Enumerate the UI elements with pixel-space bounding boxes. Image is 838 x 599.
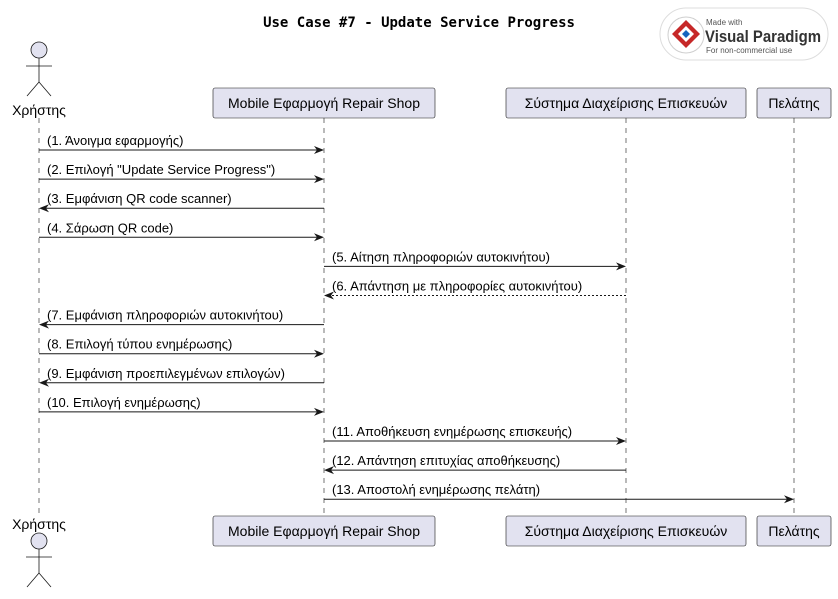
participant-box-frame [505, 87, 747, 119]
watermark-line3: For non-commercial use [706, 46, 793, 55]
participant-box-frame [756, 515, 832, 547]
message-label: (11. Αποθήκευση ενημέρωσης επισκευής) [332, 424, 572, 439]
participant-box-customer-bottom: Πελάτης [756, 515, 832, 547]
message-label: (1. Άνοιγμα εφαρμογής) [47, 133, 183, 148]
participant-label-bottom: Σύστημα Διαχείρισης Επισκευών [525, 523, 728, 539]
message-label: (4. Σάρωση QR code) [47, 220, 173, 235]
participant-label-bottom: Χρήστης [12, 516, 66, 532]
message-5: (5. Αίτηση πληροφοριών αυτοκινήτου) [324, 249, 626, 271]
actor-leg-left [26, 81, 40, 97]
arrowhead-icon [314, 175, 324, 184]
participant-box-app-top: Mobile Εφαρμογή Repair Shop [212, 87, 436, 119]
message-label: (12. Απάντηση επιτυχίας αποθήκευσης) [332, 453, 560, 468]
message-label: (7. Εμφάνιση πληροφοριών αυτοκινήτου) [47, 308, 283, 323]
message-label: (8. Επιλογή τύπου ενημέρωσης) [47, 337, 232, 352]
message-13: (13. Αποστολή ενημέρωσης πελάτη) [324, 482, 794, 504]
participant-box-app-bottom: Mobile Εφαρμογή Repair Shop [212, 515, 436, 547]
visual-paradigm-watermark: Made with Visual Paradigm For non-commer… [659, 7, 829, 61]
participant-box-frame [212, 87, 436, 119]
message-label: (6. Απάντηση με πληροφορίες αυτοκινήτου) [332, 279, 582, 294]
message-6: (6. Απάντηση με πληροφορίες αυτοκινήτου) [324, 279, 626, 300]
watermark-line1: Made with [706, 18, 742, 27]
message-label: (5. Αίτηση πληροφοριών αυτοκινήτου) [332, 249, 550, 264]
watermark-line2: Visual Paradigm [705, 27, 821, 46]
participant-label-bottom: Πελάτης [768, 523, 820, 539]
participant-box-system-top: Σύστημα Διαχείρισης Επισκευών [505, 87, 747, 119]
message-label: (2. Επιλογή "Update Service Progress") [47, 162, 275, 177]
participant-box-frame [505, 515, 747, 547]
arrowhead-icon [39, 320, 49, 329]
arrowhead-icon [324, 466, 334, 475]
watermark-badge [659, 7, 829, 61]
participant-box-frame [212, 515, 436, 547]
actor-head-icon [30, 41, 48, 59]
participant-box-frame [756, 87, 832, 119]
arrowhead-icon [314, 233, 324, 242]
message-4: (4. Σάρωση QR code) [39, 220, 324, 242]
actor-leg-right [38, 572, 52, 588]
arrowhead-icon [616, 437, 626, 445]
arrowhead-icon [39, 204, 49, 213]
actor-leg-left [26, 572, 40, 588]
message-2: (2. Επιλογή "Update Service Progress") [39, 162, 324, 184]
arrowhead-icon [314, 407, 324, 416]
message-10: (10. Επιλογή ενημέρωσης) [39, 395, 324, 416]
message-1: (1. Άνοιγμα εφαρμογής) [39, 133, 324, 154]
arrowhead-icon [314, 349, 324, 358]
message-8: (8. Επιλογή τύπου ενημέρωσης) [39, 337, 324, 358]
participant-box-system-bottom: Σύστημα Διαχείρισης Επισκευών [505, 515, 747, 547]
visual-paradigm-logo-icon [667, 16, 705, 54]
message-label: (13. Αποστολή ενημέρωσης πελάτη) [332, 482, 540, 497]
diagram-title: Use Case #7 - Update Service Progress [263, 15, 575, 31]
participant-label-top: Mobile Εφαρμογή Repair Shop [228, 95, 420, 111]
actor-figure-top [26, 41, 52, 97]
message-label: (3. Εμφάνιση QR code scanner) [47, 191, 232, 206]
message-label: (10. Επιλογή ενημέρωσης) [47, 395, 201, 410]
actor-figure-bottom [26, 532, 52, 588]
participant-label-top: Πελάτης [768, 95, 820, 111]
message-11: (11. Αποθήκευση ενημέρωσης επισκευής) [324, 424, 626, 445]
actor-leg-right [38, 81, 52, 97]
arrowhead-icon [314, 146, 324, 154]
message-label: (9. Εμφάνιση προεπιλεγμένων επιλογών) [47, 366, 285, 381]
message-7: (7. Εμφάνιση πληροφοριών αυτοκινήτου) [39, 308, 324, 329]
arrowhead-icon [324, 291, 334, 300]
message-9: (9. Εμφάνιση προεπιλεγμένων επιλογών) [39, 366, 324, 387]
message-12: (12. Απάντηση επιτυχίας αποθήκευσης) [324, 453, 626, 475]
participant-label-bottom: Mobile Εφαρμογή Repair Shop [228, 523, 420, 539]
participant-label-top: Σύστημα Διαχείρισης Επισκευών [525, 95, 728, 111]
arrowhead-icon [784, 495, 794, 504]
participant-label-top: Χρήστης [12, 102, 66, 118]
arrowhead-icon [39, 378, 49, 387]
arrowhead-icon [616, 262, 626, 271]
actor-head-icon [30, 532, 48, 550]
message-3: (3. Εμφάνιση QR code scanner) [39, 191, 324, 213]
participant-box-customer-top: Πελάτης [756, 87, 832, 119]
